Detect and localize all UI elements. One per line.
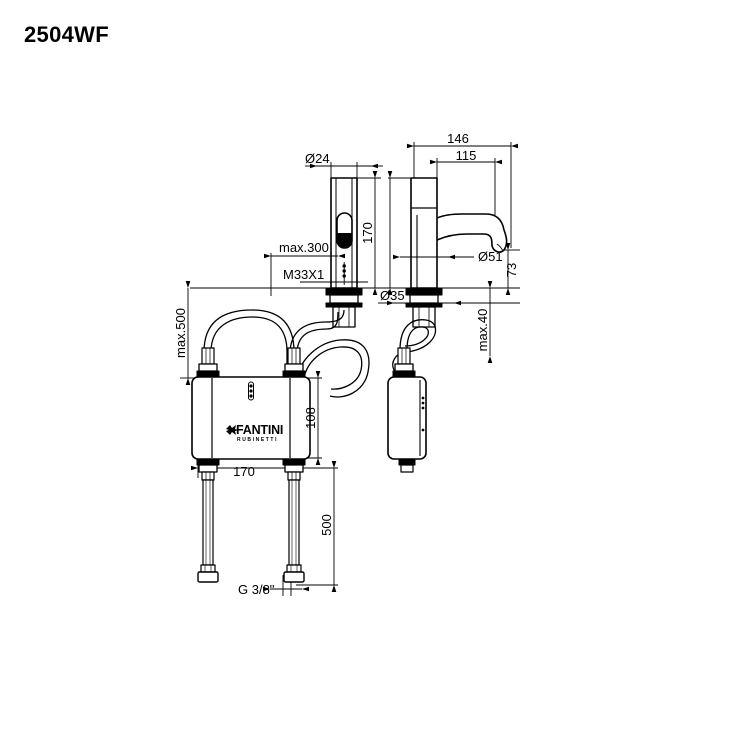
fantini-logo-text: FANTINI bbox=[236, 423, 283, 437]
fantini-logo: FANTINI RUBINETTI bbox=[226, 423, 283, 443]
page-title: 2504WF bbox=[24, 22, 109, 47]
label-146: 146 bbox=[447, 131, 469, 146]
front-view-hose-fittings bbox=[196, 347, 306, 378]
label-d51: Ø51 bbox=[478, 249, 503, 264]
label-max500: max.500 bbox=[173, 308, 188, 358]
label-g38: G 3/8" bbox=[238, 582, 275, 597]
side-view-dimensions bbox=[378, 142, 520, 363]
label-500: 500 bbox=[319, 514, 334, 536]
label-d24: Ø24 bbox=[305, 151, 330, 166]
label-73: 73 bbox=[504, 263, 519, 277]
label-115: 115 bbox=[456, 148, 477, 163]
label-max40: max.40 bbox=[475, 309, 490, 352]
front-view-faucet bbox=[325, 177, 363, 328]
front-view-hoses bbox=[203, 309, 370, 398]
label-max300: max.300 bbox=[279, 240, 329, 255]
label-m33x1: M33X1 bbox=[283, 267, 324, 282]
dimension-text-labels: Ø24 max.300 M33X1 170 max.500 108 170 50… bbox=[173, 131, 519, 597]
front-view-supply-hoses bbox=[197, 479, 305, 583]
label-170-width: 170 bbox=[233, 464, 255, 479]
label-170-height: 170 bbox=[360, 222, 375, 244]
front-view-control-box bbox=[191, 376, 311, 481]
side-view-control-box bbox=[387, 347, 427, 473]
fantini-logo-subtext: RUBINETTI bbox=[237, 437, 278, 443]
label-d35: Ø35 bbox=[380, 288, 405, 303]
label-108: 108 bbox=[303, 407, 318, 429]
